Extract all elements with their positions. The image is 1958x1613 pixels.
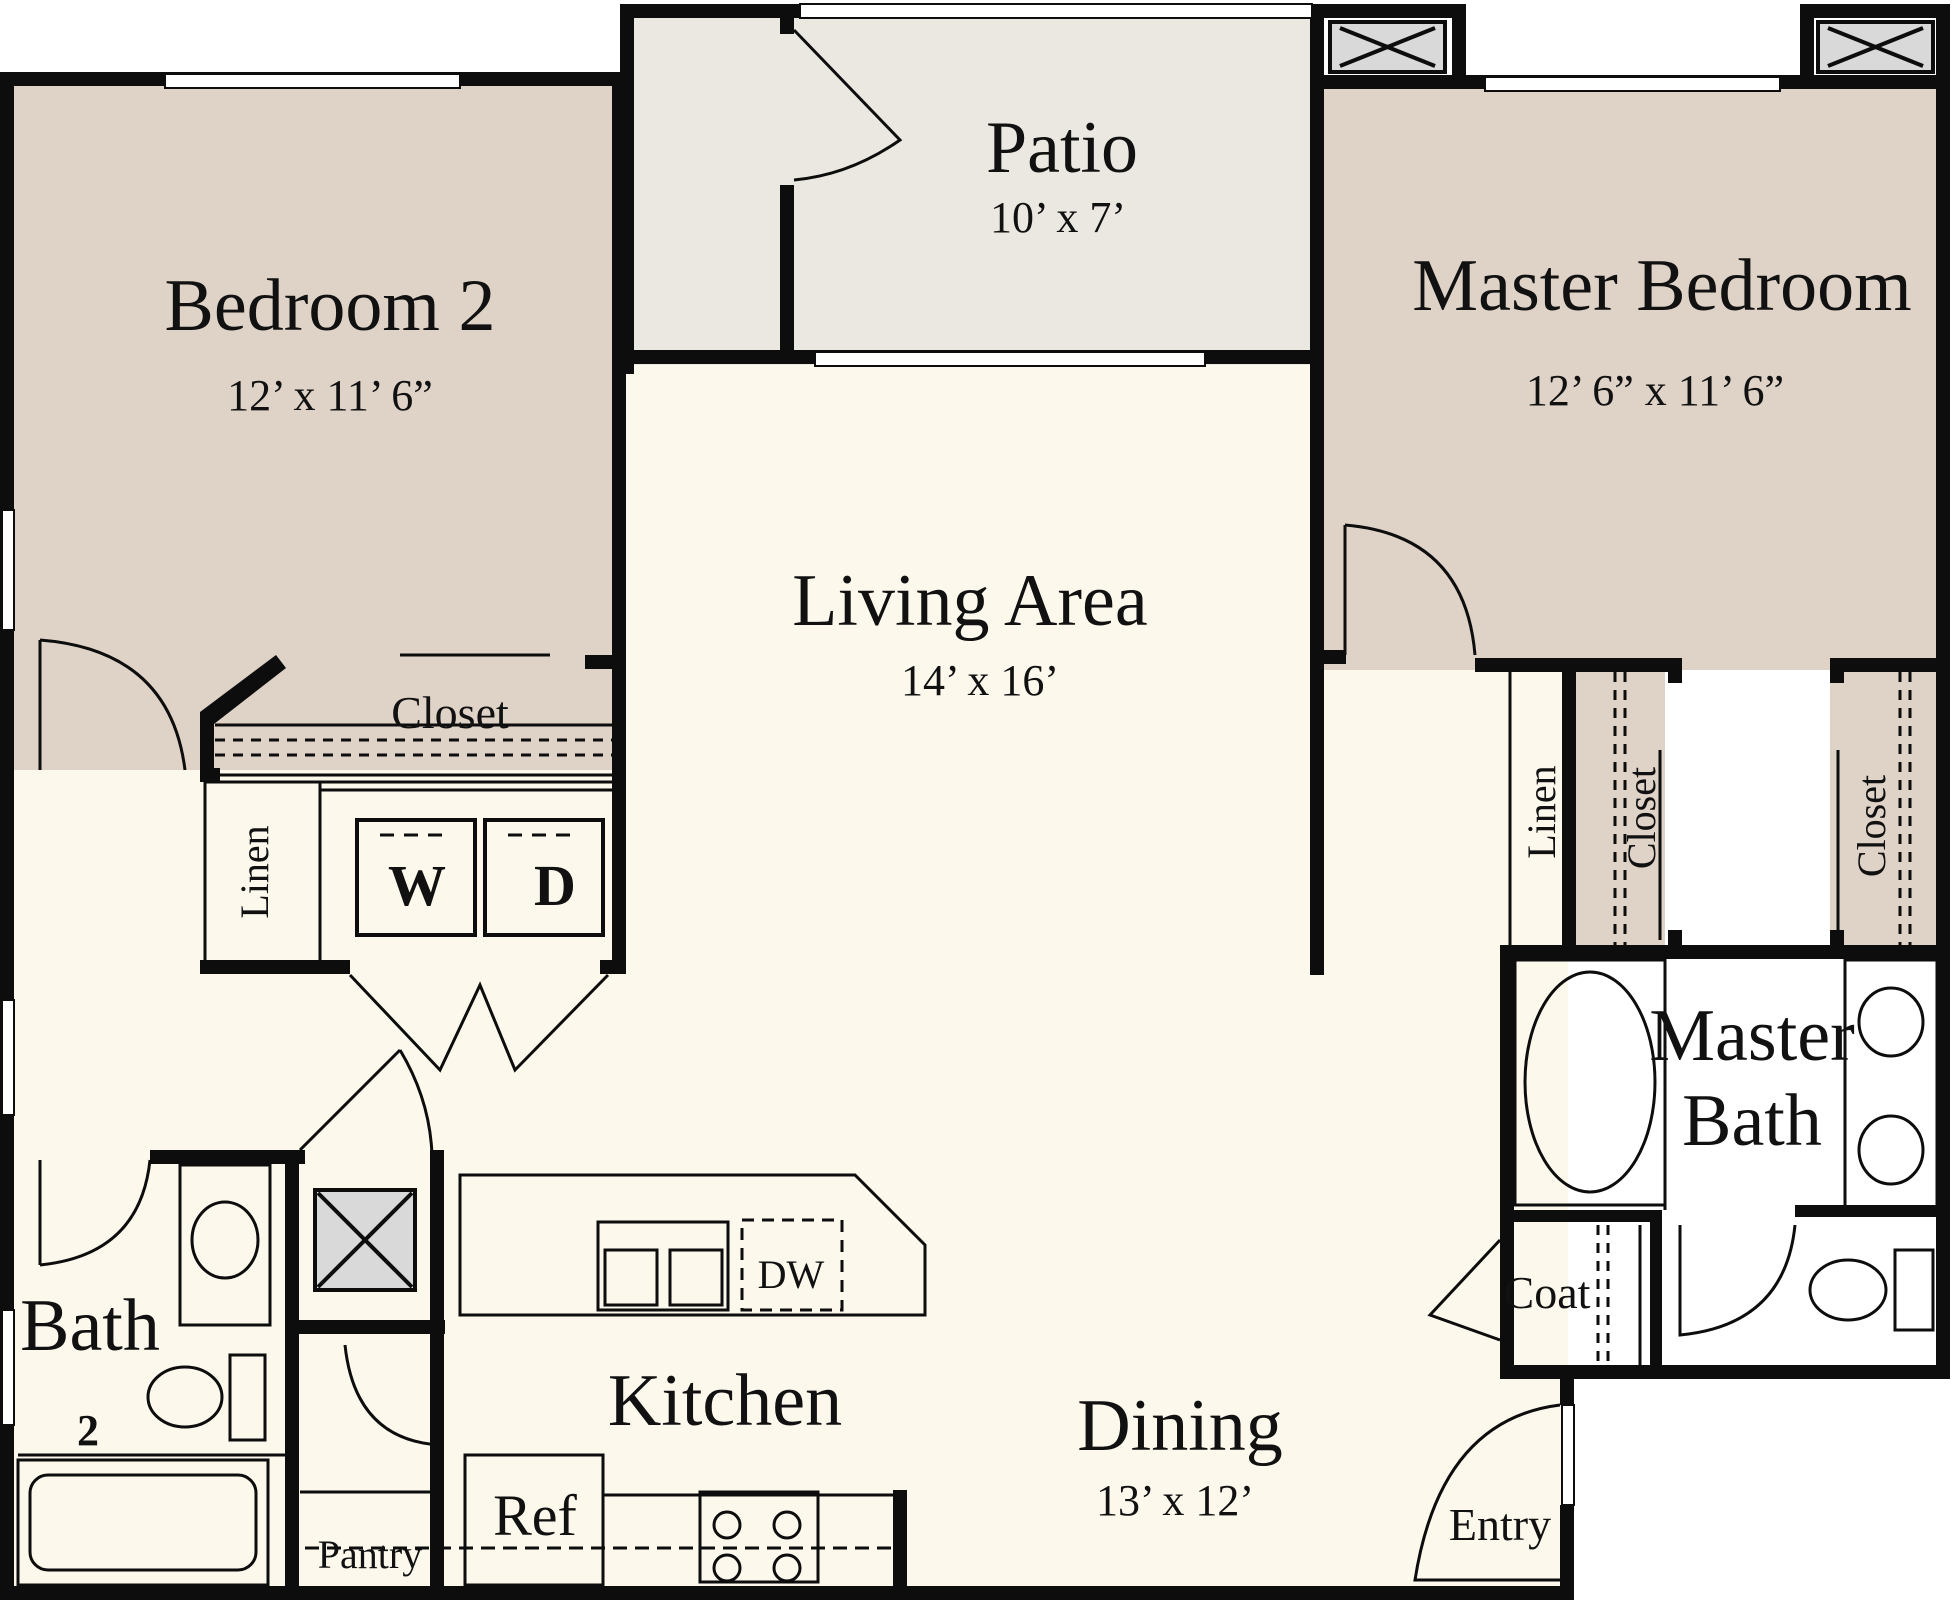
fixtures: [16, 28, 1939, 1587]
dishwasher-label: DW: [758, 1252, 825, 1297]
dining-label: Dining: [1077, 1385, 1283, 1467]
closet-master-1-label: Closet: [1619, 767, 1664, 869]
bath2-label-line2: 2: [77, 1406, 99, 1455]
linen-hall-label: Linen: [232, 825, 277, 918]
window-hall-left: [1, 999, 15, 1116]
master-bath-label-line2: Bath: [1682, 1080, 1822, 1162]
window-bed2-top: [164, 73, 461, 89]
patio-size: 10’ x 7’: [990, 193, 1126, 242]
closet-master-2-label: Closet: [1849, 775, 1894, 877]
master-bedroom-label: Master Bedroom: [1412, 245, 1911, 327]
living-area-size: 14’ x 16’: [901, 656, 1059, 705]
master-bath-label-line1: Master: [1649, 995, 1855, 1077]
patio-label: Patio: [986, 107, 1138, 189]
patio-floor: [620, 10, 1320, 365]
washer-label: W: [388, 853, 446, 918]
refrigerator-label: Ref: [493, 1483, 577, 1548]
master-closet-floor-2: [1840, 670, 1948, 955]
window-master-top: [1484, 76, 1781, 92]
bedroom2-size: 12’ x 11’ 6”: [227, 371, 433, 420]
windows: [1, 3, 1781, 1506]
master-bedroom-size: 12’ 6” x 11’ 6”: [1526, 366, 1784, 415]
dining-size: 13’ x 12’: [1096, 1476, 1254, 1525]
window-bed2-left: [1, 509, 15, 631]
living-band: [620, 365, 1320, 1600]
closet-bed2-label: Closet: [391, 687, 509, 738]
labels: Bedroom 2 12’ x 11’ 6” Patio 10’ x 7’ Ma…: [20, 107, 1912, 1577]
kitchen-label: Kitchen: [608, 1360, 842, 1442]
coat-label: Coat: [1504, 1267, 1591, 1318]
living-area-label: Living Area: [792, 560, 1148, 642]
dryer-label: D: [534, 853, 576, 918]
pantry-label: Pantry: [318, 1532, 422, 1577]
window-bath2-left: [1, 1309, 15, 1426]
hall-floor: [10, 770, 620, 1600]
bath2-label-line1: Bath: [20, 1285, 160, 1367]
entry-label: Entry: [1449, 1499, 1551, 1550]
master-bedroom-floor: [1320, 85, 1948, 955]
window-patio-top: [799, 3, 1313, 19]
bedroom2-label: Bedroom 2: [165, 265, 496, 347]
patio-door-swing: [792, 28, 903, 182]
master-closet-floor-1: [1570, 670, 1665, 955]
floor-fills: [8, 10, 1948, 1600]
hvac-units: [313, 20, 1935, 1292]
window-entry: [1561, 1404, 1575, 1506]
linen-master-label: Linen: [1519, 765, 1564, 858]
bed2-upper-floor: [10, 78, 612, 770]
slider-patio: [814, 351, 1206, 367]
